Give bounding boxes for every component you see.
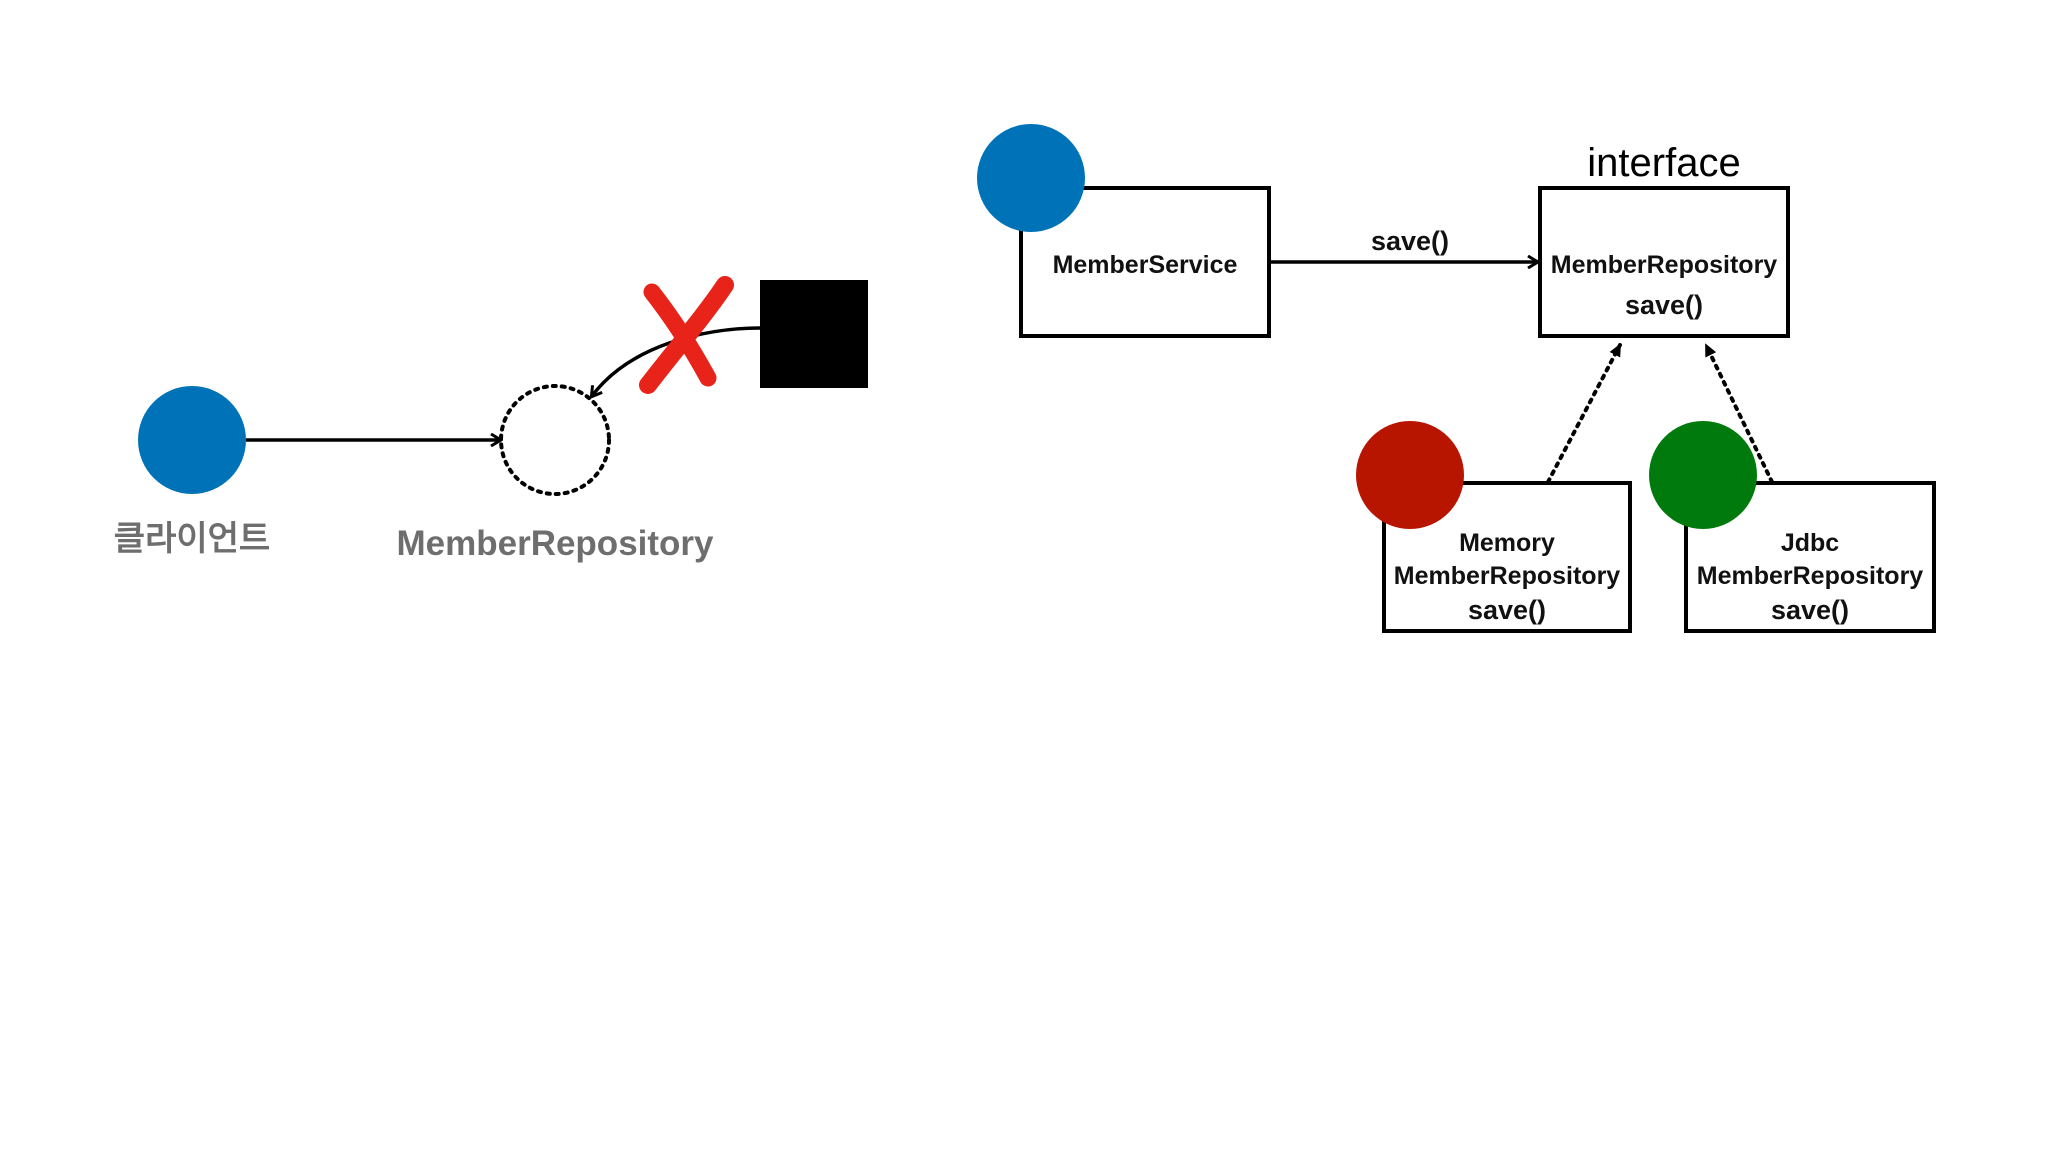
member-repository-interface-box <box>1538 186 1790 338</box>
jdbc-repository-box <box>1684 481 1936 633</box>
client-node <box>138 386 246 494</box>
blocked-connection-arrow <box>592 326 761 396</box>
interface-label: interface <box>1587 141 1740 185</box>
interface-box-label: MemberRepository <box>1551 251 1778 279</box>
memory-box-line1: Memory <box>1459 529 1555 557</box>
memory-box-method: save() <box>1468 595 1546 625</box>
jdbc-implements-arrow <box>1704 343 1774 484</box>
jdbc-box-line1: Jdbc <box>1781 529 1839 557</box>
memory-box-line2: MemberRepository <box>1394 562 1621 590</box>
repository-label: MemberRepository <box>396 524 714 563</box>
member-service-node <box>977 124 1085 232</box>
blocked-x-icon <box>639 276 734 394</box>
repository-placeholder-node <box>499 384 611 496</box>
client-label: 클라이언트 <box>114 520 270 558</box>
replacement-block <box>760 280 868 388</box>
memory-implements-arrow <box>1546 343 1622 484</box>
interface-box-method: save() <box>1625 290 1703 320</box>
member-service-label: MemberService <box>1053 251 1238 279</box>
memory-repository-node <box>1356 421 1464 529</box>
jdbc-box-line2: MemberRepository <box>1697 562 1924 590</box>
call-label: save() <box>1371 226 1449 256</box>
jdbc-repository-node <box>1649 421 1757 529</box>
jdbc-box-method: save() <box>1771 595 1849 625</box>
